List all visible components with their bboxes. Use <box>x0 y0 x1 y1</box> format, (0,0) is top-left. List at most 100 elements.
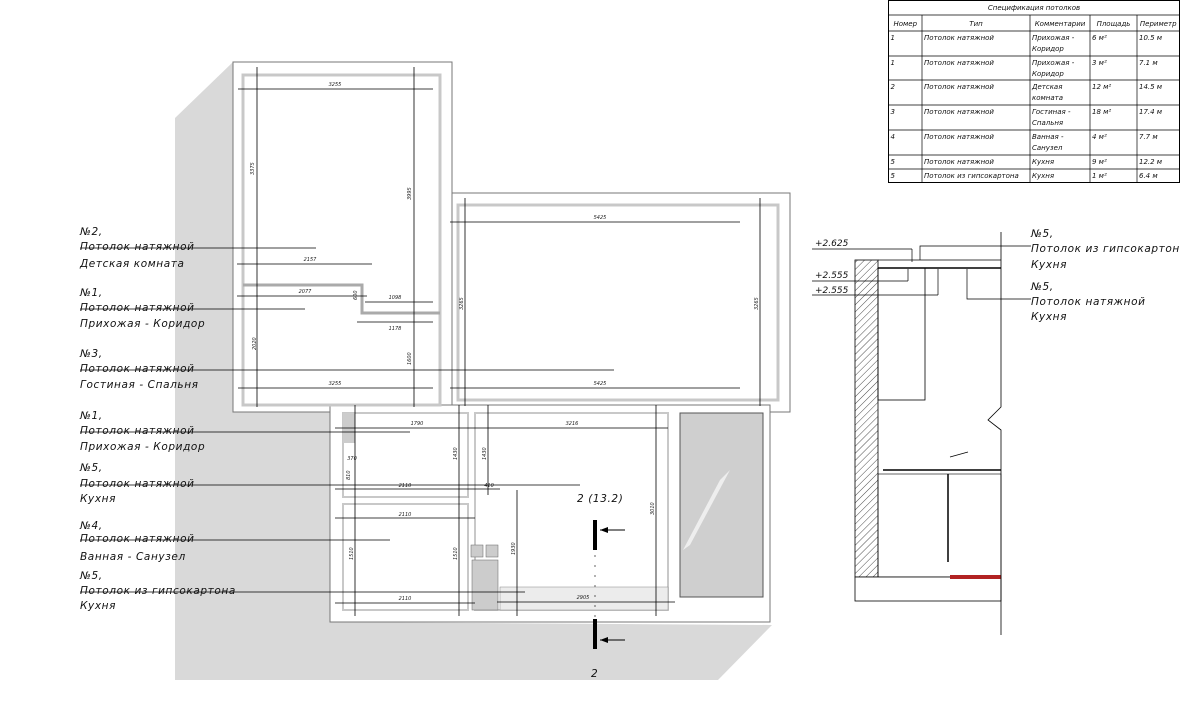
table-header: Тип <box>969 20 983 28</box>
dim-text: 1098 <box>389 295 402 301</box>
dim-text: 3255 <box>329 82 342 88</box>
section-mark: 2 (13.2) 2 <box>577 493 625 680</box>
table-cell: Потолок натяжной <box>924 133 994 141</box>
dim-text: 5425 <box>594 215 607 221</box>
dim-text: 2110 <box>399 596 412 602</box>
dim-text: 3010 <box>650 502 656 515</box>
dim-text: 2157 <box>304 257 318 263</box>
right-room <box>679 412 764 598</box>
fridge <box>471 559 499 611</box>
section-levels: +2.625 +2.555 +2.555 <box>815 239 849 296</box>
table-cell: Кухня <box>1032 158 1054 166</box>
table-cell: Ванная - <box>1032 133 1064 141</box>
table-cell: 5 <box>891 158 896 166</box>
dim-text: 2110 <box>399 483 412 489</box>
label-type: Потолок натяжной <box>80 478 195 490</box>
label-type: Потолок натяжной <box>80 241 195 253</box>
table-cell: 1 <box>891 34 895 42</box>
table-cell: 10.5 м <box>1139 34 1163 42</box>
cabinet-2 <box>485 544 499 558</box>
label-num: №1, <box>79 410 103 422</box>
dim-text: 3995 <box>407 187 413 200</box>
dim-text: 1790 <box>411 421 424 427</box>
label-room: Прихожая - Коридор <box>80 318 205 330</box>
label-num: №1, <box>79 287 103 299</box>
dim-text: 810 <box>346 470 352 480</box>
table-cell: 2 <box>891 83 896 91</box>
label-num: №5, <box>79 462 103 474</box>
dim-text: 1510 <box>453 547 459 560</box>
dim-text: 2110 <box>399 512 412 518</box>
table-cell: 4 <box>891 133 895 141</box>
label-room: Гостиная - Спальня <box>80 379 199 391</box>
level-mark: +2.625 <box>815 239 849 249</box>
table-cell: 7.7 м <box>1139 133 1158 141</box>
section-label: 2 (13.2) <box>577 493 623 505</box>
cabinet-1 <box>470 544 484 558</box>
kitchen-section <box>812 232 1031 635</box>
dim-text: 1430 <box>453 447 459 460</box>
label-type: Потолок натяжной <box>80 533 195 545</box>
table-cell: 5 <box>891 172 896 180</box>
label-type: Потолок натяжной <box>80 302 195 314</box>
table-cell: Потолок натяжной <box>924 108 994 116</box>
label-type: Потолок из гипсокартона <box>80 585 236 597</box>
table-cell: 6.4 м <box>1139 172 1158 180</box>
label-type: Потолок натяжной <box>80 363 195 375</box>
table-cell: 17.4 м <box>1139 108 1163 116</box>
label-type: Потолок натяжной <box>1031 296 1146 308</box>
table-cell: Прихожая - <box>1032 34 1075 42</box>
dim-text: 2077 <box>299 289 313 295</box>
label-num: №2, <box>79 226 103 238</box>
label-room: Прихожая - Коридор <box>80 441 205 453</box>
label-num: №3, <box>79 348 103 360</box>
label-room: Кухня <box>80 493 116 505</box>
table-cell: 6 м² <box>1092 34 1107 42</box>
table-cell: 3 м² <box>1092 59 1107 67</box>
dim-text: 3375 <box>250 162 256 175</box>
plan-labels: №2, Потолок натяжной Детская комната №1,… <box>79 226 236 612</box>
table-header: Номер <box>893 20 917 28</box>
table-cell: Коридор <box>1032 45 1064 53</box>
dim-text: 3265 <box>754 297 760 310</box>
table-cell: Потолок натяжной <box>924 59 994 67</box>
label-room: Ванная - Санузел <box>80 551 186 563</box>
dim-text: 1930 <box>511 542 517 555</box>
window-glare <box>683 470 730 550</box>
dimension-lines <box>237 67 761 616</box>
table-header: Комментарии <box>1035 20 1086 28</box>
dim-text: 1430 <box>482 447 488 460</box>
label-num: №5, <box>1030 228 1054 240</box>
dim-text: 1600 <box>407 352 413 365</box>
label-num: №5, <box>79 570 103 582</box>
table-cell: Потолок натяжной <box>924 83 994 91</box>
label-room: Кухня <box>80 600 116 612</box>
dim-text: 2020 <box>252 337 258 350</box>
table-header: Площадь <box>1097 20 1131 28</box>
table-cell: Санузел <box>1032 144 1063 152</box>
table-cell: Коридор <box>1032 70 1064 78</box>
dim-text: 410 <box>484 483 494 489</box>
label-type: Потолок из гипсокартона <box>1031 243 1180 255</box>
section-labels: №5, Потолок из гипсокартона Кухня №5, По… <box>1030 228 1180 323</box>
label-num: №5, <box>1030 281 1054 293</box>
room-outlines <box>241 73 780 611</box>
table-cell: Кухня <box>1032 172 1054 180</box>
table-cell: Детская <box>1031 83 1062 91</box>
table-cell: 18 м² <box>1092 108 1111 116</box>
dim-text: 2905 <box>577 595 590 601</box>
dimension-texts: 3255 3375 3995 2157 2077 600 1098 1178 2… <box>250 82 760 602</box>
dim-text: 1178 <box>389 326 402 332</box>
table-header: Периметр <box>1140 20 1177 28</box>
table-cell: Потолок натяжной <box>924 34 994 42</box>
table-cell: Потолок натяжной <box>924 158 994 166</box>
label-num: №4, <box>79 520 103 532</box>
plan-leaders <box>80 247 614 593</box>
dim-text: 600 <box>353 290 359 300</box>
table-cell: Прихожая - <box>1032 59 1075 67</box>
dim-text: 3216 <box>566 421 579 427</box>
dim-text: 5425 <box>594 381 607 387</box>
level-mark: +2.555 <box>815 271 849 281</box>
